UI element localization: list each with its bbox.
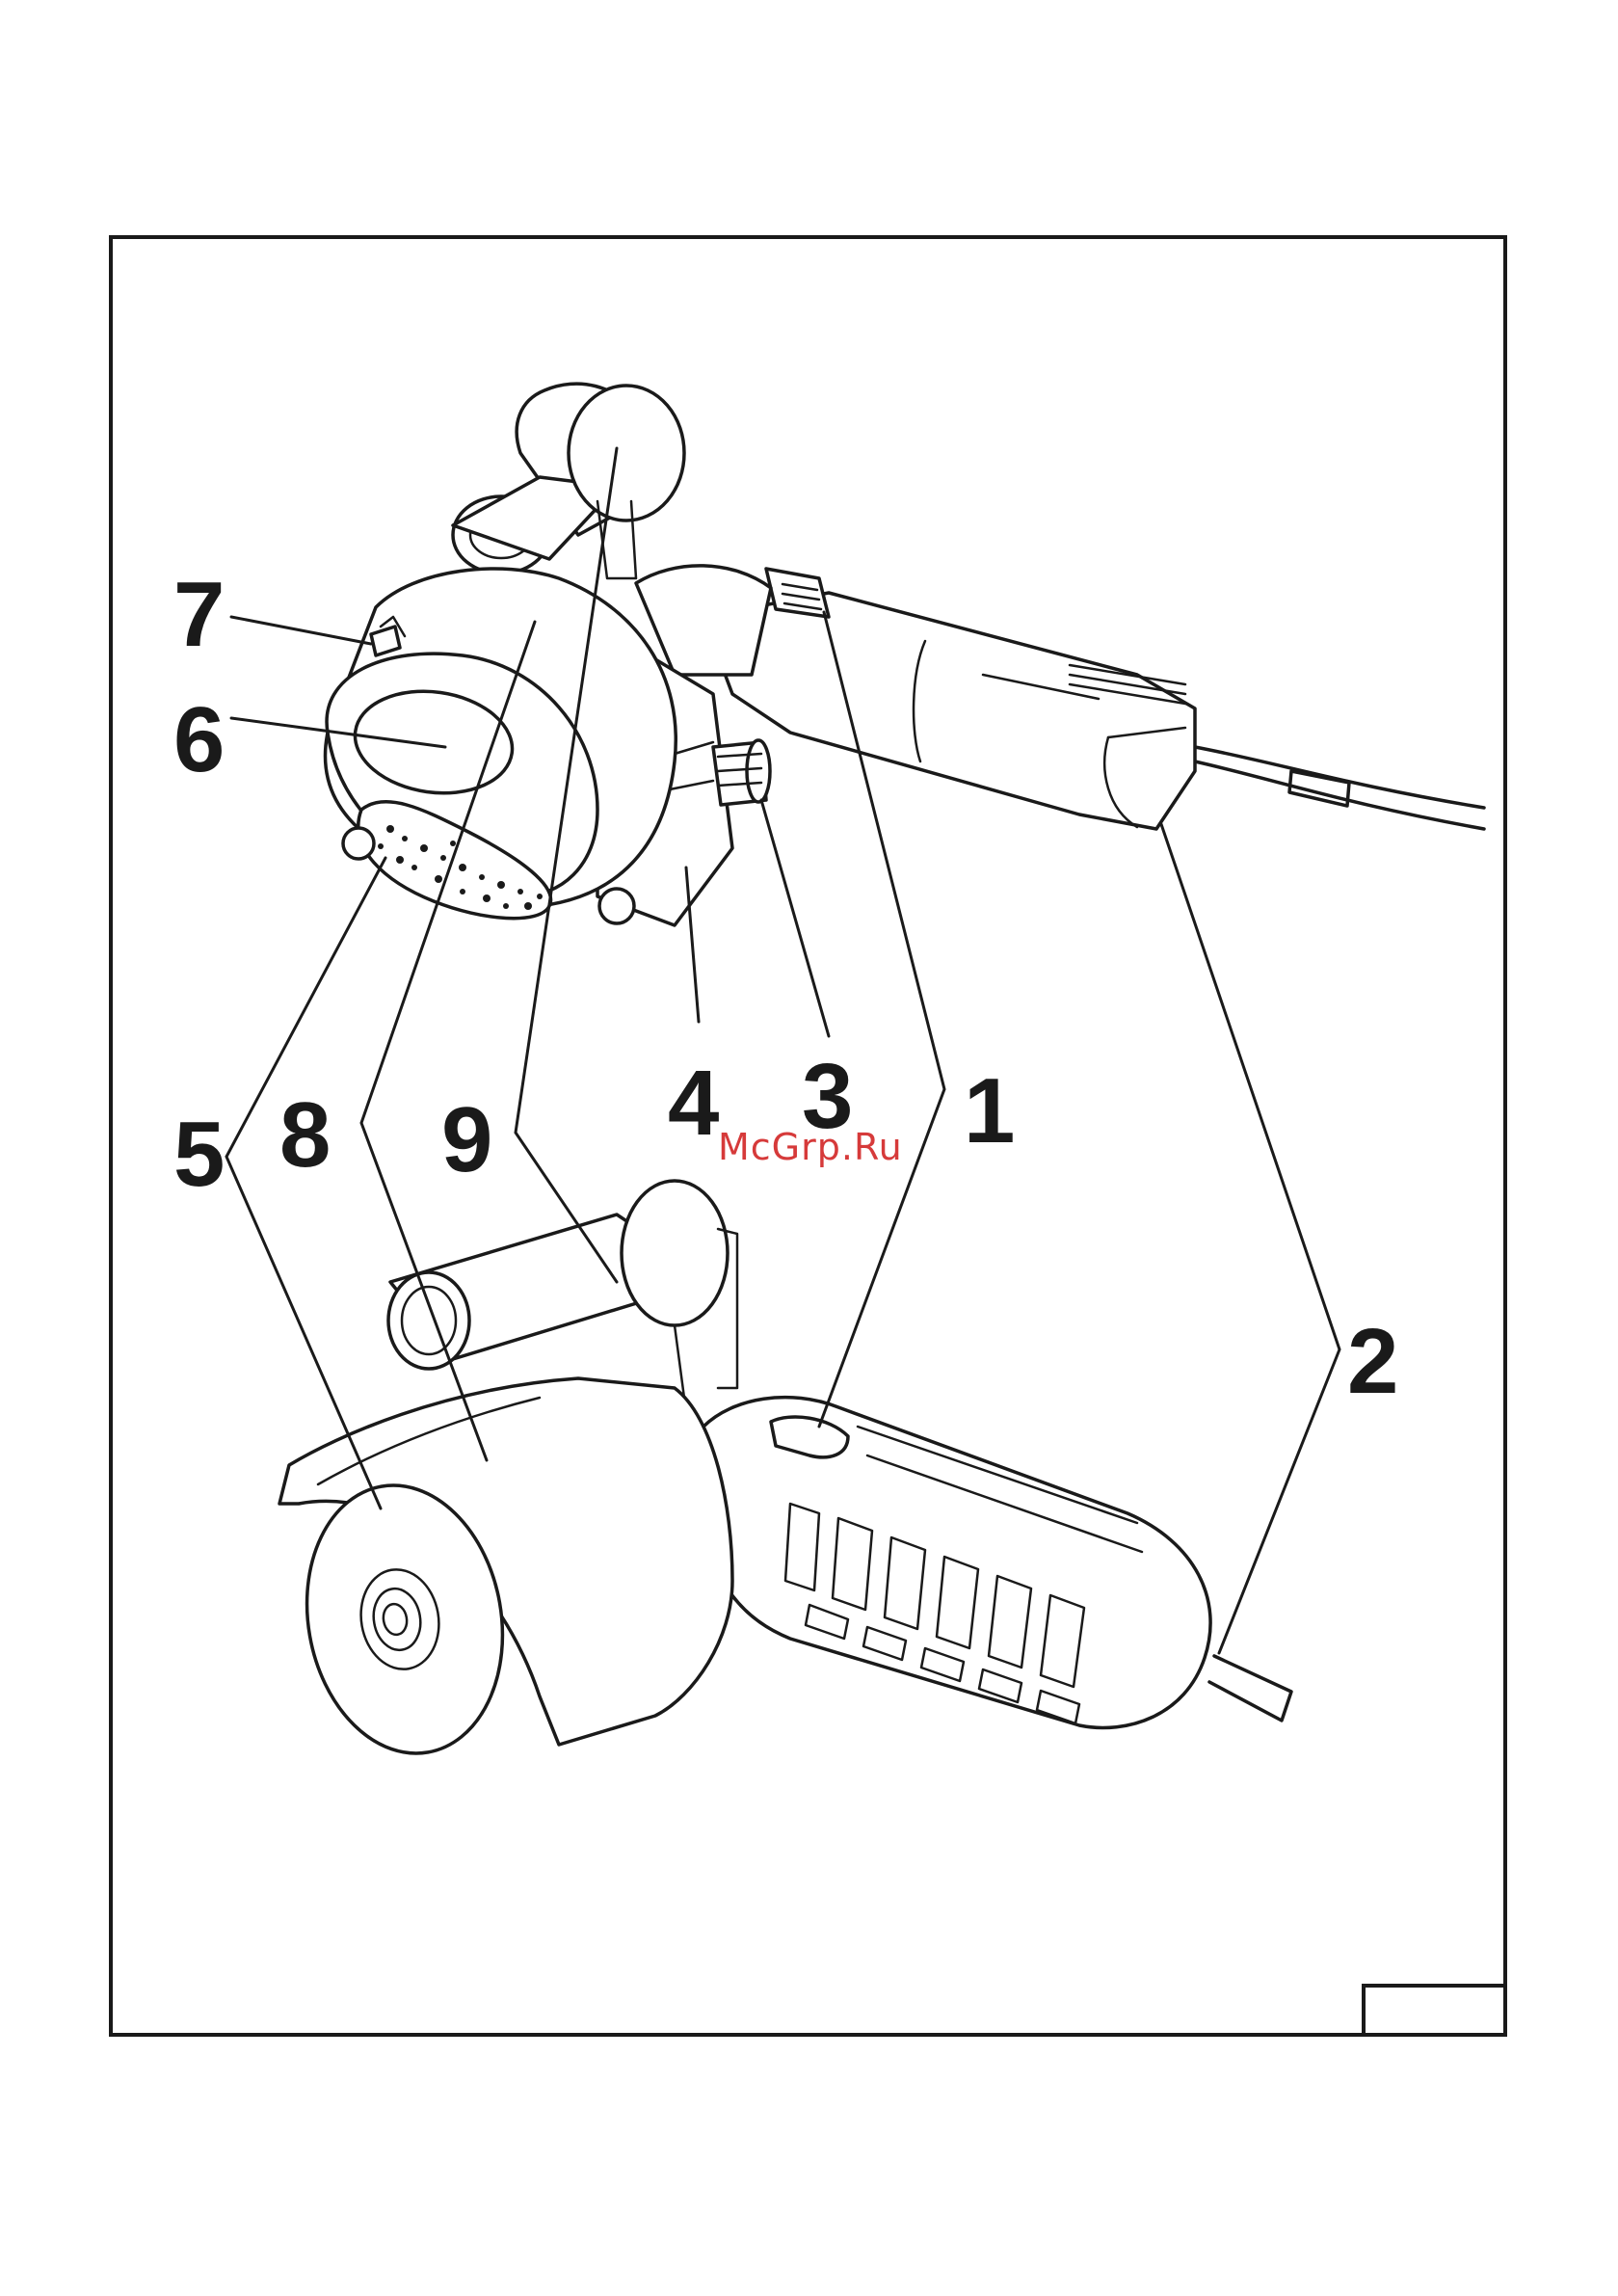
- callout-7: 7: [173, 563, 225, 666]
- watermark-text: McGrp.Ru: [718, 1126, 903, 1168]
- callout-9: 9: [441, 1088, 492, 1191]
- callout-6: 6: [173, 688, 225, 791]
- callout-8: 8: [279, 1083, 331, 1187]
- callout-1: 1: [964, 1059, 1015, 1162]
- lower-tool-illustration: [279, 1181, 1291, 1769]
- callout-5: 5: [173, 1103, 225, 1206]
- callout-4: 4: [668, 1052, 719, 1155]
- figure-number-box: [1364, 1986, 1505, 2035]
- upper-tool-illustration: [326, 384, 1485, 925]
- callout-2: 2: [1347, 1310, 1398, 1413]
